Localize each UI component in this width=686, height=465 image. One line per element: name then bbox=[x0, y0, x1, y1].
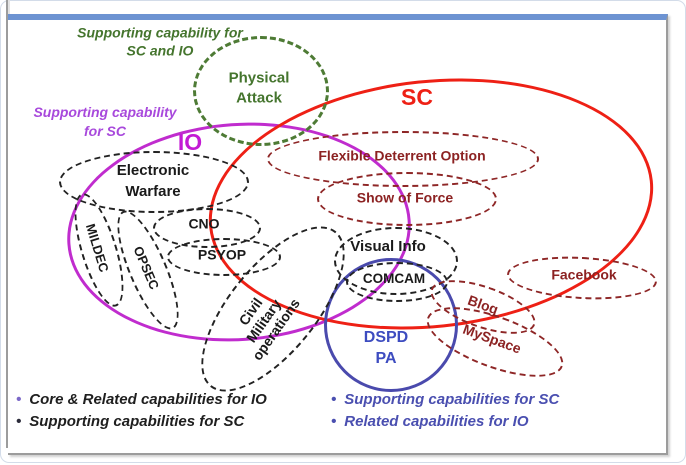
legend-item-related-io: • Related capabilities for IO bbox=[331, 413, 529, 431]
flexible-deterrent-label: Flexible Deterrent Option bbox=[318, 147, 486, 164]
physical-attack-circle bbox=[193, 36, 329, 146]
green-caption: Supporting capability for SC and IO bbox=[77, 24, 243, 59]
io-label: IO bbox=[177, 128, 203, 155]
legend-text: Core & Related capabilities for IO bbox=[29, 391, 267, 408]
legend-text: Supporting capabilities for SC bbox=[344, 391, 560, 408]
bullet-icon: • bbox=[16, 413, 22, 430]
magenta-caption: Supporting capability for SC bbox=[33, 104, 177, 139]
facebook-label: Facebook bbox=[551, 266, 617, 283]
bullet-icon: • bbox=[331, 391, 337, 408]
comcam-ellipse bbox=[346, 262, 448, 302]
bullet-icon: • bbox=[331, 413, 337, 430]
physical-attack-label: Physical Attack bbox=[228, 69, 290, 107]
cno-label: CNO bbox=[188, 215, 220, 232]
sc-label: SC bbox=[401, 83, 433, 110]
figure-frame bbox=[8, 14, 668, 455]
frame-left-edge bbox=[6, 0, 8, 448]
legend-text: Supporting capabilities for SC bbox=[29, 413, 245, 430]
legend-item-supporting-sc-blue: • Supporting capabilities for SC bbox=[331, 391, 560, 409]
bullet-icon: • bbox=[16, 391, 22, 408]
psyop-label: PSYOP bbox=[197, 246, 247, 263]
legend-item-core-related-io: • Core & Related capabilities for IO bbox=[16, 391, 267, 409]
visual-info-label: Visual Info bbox=[350, 238, 426, 256]
electronic-warfare-ellipse bbox=[59, 151, 249, 213]
psyop-ellipse bbox=[167, 238, 281, 276]
legend-item-supporting-sc-black: • Supporting capabilities for SC bbox=[16, 413, 245, 431]
legend-text: Related capabilities for IO bbox=[344, 413, 529, 430]
show-of-force-ellipse bbox=[317, 172, 497, 226]
dspd-pa-label: DSPD PA bbox=[363, 329, 409, 367]
show-of-force-label: Show of Force bbox=[356, 189, 454, 206]
electronic-warfare-label: Electronic Warfare bbox=[116, 162, 190, 200]
comcam-label: COMCAM bbox=[362, 270, 426, 286]
